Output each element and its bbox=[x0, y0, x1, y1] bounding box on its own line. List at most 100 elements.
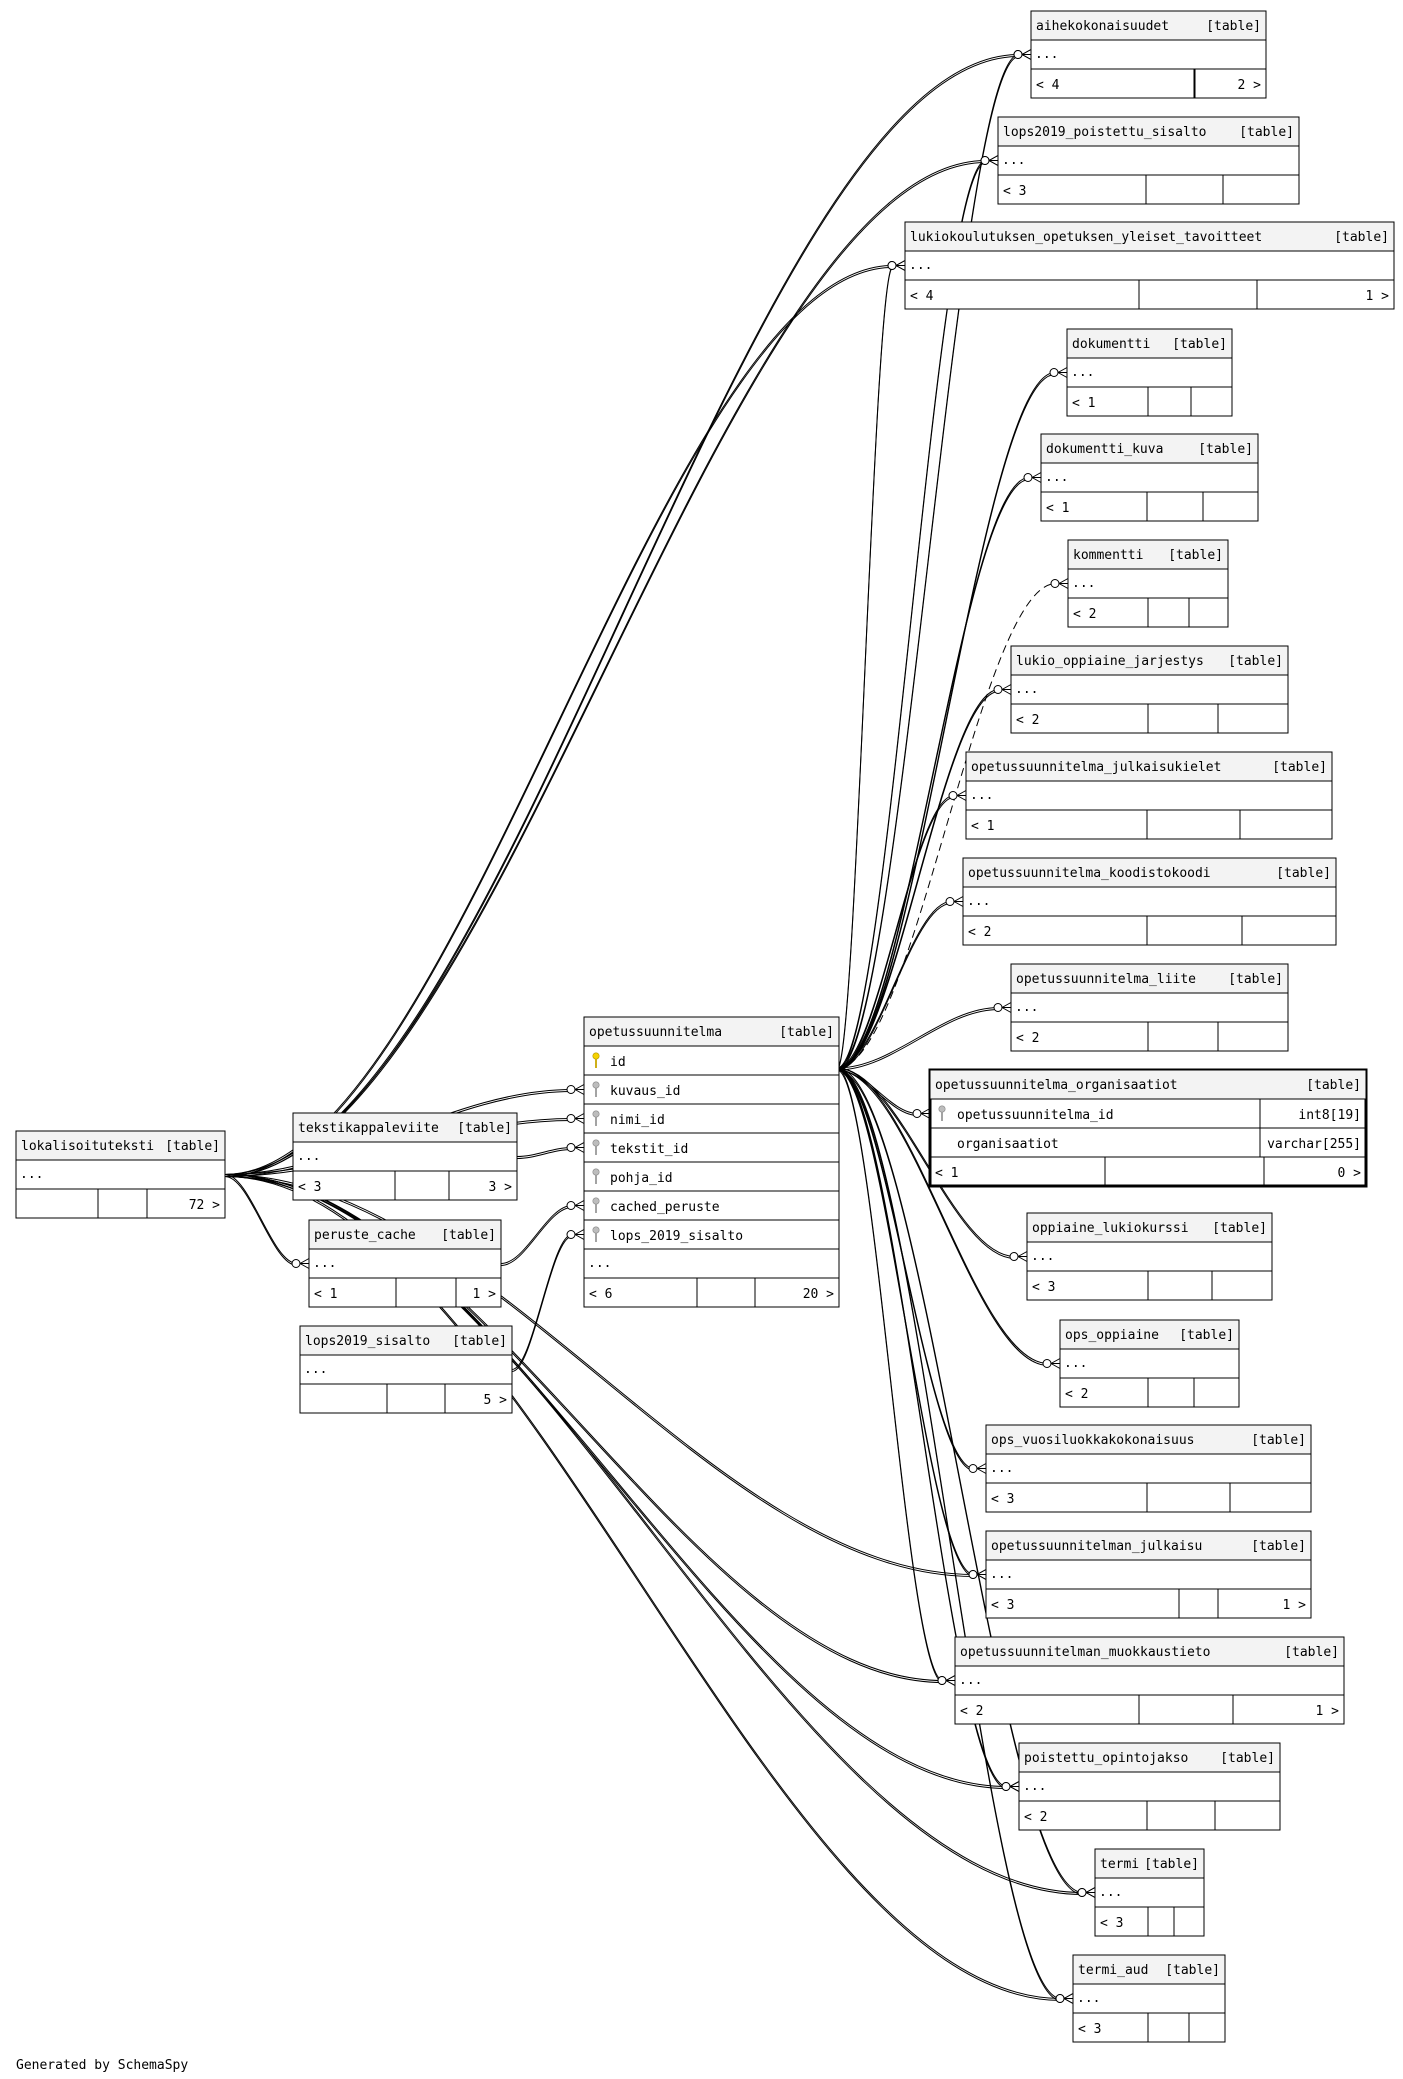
table-tag: [table] bbox=[1334, 230, 1389, 245]
parents-count: < 6 bbox=[589, 1287, 612, 1302]
column-kuvaus_id[interactable]: kuvaus_id bbox=[592, 1081, 681, 1099]
column-name: pohja_id bbox=[610, 1171, 673, 1186]
column-id[interactable]: id bbox=[592, 1052, 626, 1070]
table-name: tekstikappaleviite bbox=[298, 1121, 439, 1136]
relation-opetussuunnitelma-to-ops_oppiaine bbox=[836, 1067, 1061, 1369]
parents-count: < 1 bbox=[935, 1166, 958, 1181]
parents-count: < 2 bbox=[1024, 1810, 1047, 1825]
table-tag: [table] bbox=[1306, 1078, 1361, 1093]
table-tag: [table] bbox=[1220, 1751, 1275, 1766]
more-columns-ellipsis: ... bbox=[1035, 47, 1058, 62]
table-termi_aud[interactable]: termi_aud[table]...< 3 bbox=[1072, 1954, 1226, 2043]
table-opetussuunnitelma_koodistokoodi[interactable]: opetussuunnitelma_koodistokoodi[table]..… bbox=[962, 857, 1337, 946]
table-tag: [table] bbox=[1172, 337, 1227, 352]
table-header bbox=[998, 117, 1299, 146]
table-ops_oppiaine[interactable]: ops_oppiaine[table]...< 2 bbox=[1059, 1319, 1240, 1408]
relation-tekstikappaleviite-to-opetussuunnitelma-tekstit_id bbox=[516, 1142, 585, 1159]
column-cached_peruste[interactable]: cached_peruste bbox=[592, 1197, 720, 1215]
column-nimi_id[interactable]: nimi_id bbox=[592, 1110, 665, 1128]
table-header bbox=[1011, 646, 1288, 675]
table-header bbox=[293, 1113, 517, 1142]
more-columns-ellipsis: ... bbox=[1072, 576, 1095, 591]
more-columns-ellipsis: ... bbox=[297, 1149, 320, 1164]
parents-count: < 4 bbox=[1036, 78, 1060, 93]
parents-count: < 2 bbox=[1016, 1031, 1039, 1046]
table-header bbox=[905, 222, 1394, 251]
table-lops2019_poistettu_sisalto[interactable]: lops2019_poistettu_sisalto[table]...< 3 bbox=[997, 116, 1300, 205]
relationship-lines bbox=[224, 49, 1096, 2004]
children-count: 20 > bbox=[803, 1287, 834, 1302]
table-name: dokumentti_kuva bbox=[1046, 442, 1163, 457]
table-tag: [table] bbox=[1272, 760, 1327, 775]
table-tag: [table] bbox=[1276, 866, 1331, 881]
table-name: opetussuunnitelma_liite bbox=[1016, 972, 1196, 987]
table-tag: [table] bbox=[1206, 19, 1261, 34]
parents-count: < 1 bbox=[1046, 501, 1069, 516]
column-name: id bbox=[610, 1055, 626, 1070]
table-name: opetussuunnitelman_muokkaustieto bbox=[960, 1645, 1210, 1660]
table-header bbox=[16, 1131, 225, 1160]
table-name: lukiokoulutuksen_opetuksen_yleiset_tavoi… bbox=[910, 230, 1262, 245]
parents-count: < 1 bbox=[1072, 396, 1095, 411]
more-columns-ellipsis: ... bbox=[990, 1461, 1013, 1476]
table-name: aihekokonaisuudet bbox=[1036, 19, 1169, 34]
relation-opetussuunnitelma-to-opetussuunnitelma_julkaisukielet bbox=[836, 790, 967, 1071]
table-lokalisoituteksti[interactable]: lokalisoituteksti[table]...72 > bbox=[15, 1130, 226, 1219]
table-opetussuunnitelma_organisaatiot[interactable]: opetussuunnitelma_organisaatiot[table]op… bbox=[928, 1068, 1368, 1188]
parents-count: < 3 bbox=[1032, 1280, 1055, 1295]
table-header bbox=[1095, 1849, 1204, 1878]
table-dokumentti_kuva[interactable]: dokumentti_kuva[table]...< 1 bbox=[1040, 433, 1259, 522]
parents-count: < 3 bbox=[991, 1492, 1014, 1507]
table-opetussuunnitelma_liite[interactable]: opetussuunnitelma_liite[table]...< 2 bbox=[1010, 963, 1289, 1052]
table-header bbox=[1011, 964, 1288, 993]
table-tag: [table] bbox=[1144, 1857, 1199, 1872]
table-header bbox=[309, 1220, 501, 1249]
table-oppiaine_lukiokurssi[interactable]: oppiaine_lukiokurssi[table]...< 3 bbox=[1026, 1212, 1273, 1301]
table-dokumentti[interactable]: dokumentti[table]...< 1 bbox=[1066, 328, 1233, 417]
table-header bbox=[1041, 434, 1258, 463]
parents-count: < 2 bbox=[1016, 713, 1039, 728]
table-lukiokoulutuksen_opetuksen_yleiset_tavoitteet[interactable]: lukiokoulutuksen_opetuksen_yleiset_tavoi… bbox=[904, 221, 1395, 310]
children-count: 1 > bbox=[1283, 1598, 1307, 1613]
column-name: opetussuunnitelma_id bbox=[957, 1108, 1114, 1123]
column-name: lops_2019_sisalto bbox=[610, 1229, 743, 1244]
table-lops2019_sisalto[interactable]: lops2019_sisalto[table]...5 > bbox=[299, 1325, 513, 1414]
table-header bbox=[1027, 1213, 1272, 1242]
table-lukio_oppiaine_jarjestys[interactable]: lukio_oppiaine_jarjestys[table]...< 2 bbox=[1010, 645, 1289, 734]
more-columns-ellipsis: ... bbox=[909, 258, 932, 273]
column-pohja_id[interactable]: pohja_id bbox=[592, 1168, 673, 1186]
more-columns-ellipsis: ... bbox=[1002, 153, 1025, 168]
table-opetussuunnitelma_julkaisukielet[interactable]: opetussuunnitelma_julkaisukielet[table].… bbox=[965, 751, 1333, 840]
table-tag: [table] bbox=[452, 1334, 507, 1349]
column-tekstit_id[interactable]: tekstit_id bbox=[592, 1139, 688, 1157]
table-header bbox=[930, 1070, 1366, 1099]
table-opetussuunnitelman_muokkaustieto[interactable]: opetussuunnitelman_muokkaustieto[table].… bbox=[954, 1636, 1345, 1725]
relation-peruste_cache-to-opetussuunnitelma-cached_peruste bbox=[500, 1200, 585, 1266]
more-columns-ellipsis: ... bbox=[1099, 1885, 1122, 1900]
column-lops_2019_sisalto[interactable]: lops_2019_sisalto bbox=[592, 1226, 743, 1244]
table-poistettu_opintojakso[interactable]: poistettu_opintojakso[table]...< 2 bbox=[1018, 1742, 1281, 1831]
children-count: 1 > bbox=[1316, 1704, 1340, 1719]
table-header bbox=[1019, 1743, 1280, 1772]
table-ops_vuosiluokkakokonaisuus[interactable]: ops_vuosiluokkakokonaisuus[table]...< 3 bbox=[985, 1424, 1312, 1513]
table-tag: [table] bbox=[165, 1139, 220, 1154]
table-header bbox=[986, 1531, 1311, 1560]
table-kommentti[interactable]: kommentti[table]...< 2 bbox=[1067, 539, 1229, 628]
more-columns-ellipsis: ... bbox=[1015, 682, 1038, 697]
table-name: lukio_oppiaine_jarjestys bbox=[1016, 654, 1204, 669]
column-name: cached_peruste bbox=[610, 1200, 720, 1215]
table-tag: [table] bbox=[1239, 125, 1294, 140]
parents-count: < 3 bbox=[298, 1180, 321, 1195]
table-tag: [table] bbox=[1251, 1539, 1306, 1554]
parents-count: < 2 bbox=[1065, 1387, 1088, 1402]
table-termi[interactable]: termi[table]...< 3 bbox=[1094, 1848, 1205, 1937]
table-opetussuunnitelma[interactable]: opetussuunnitelma[table]idkuvaus_idnimi_… bbox=[583, 1016, 840, 1308]
table-opetussuunnitelman_julkaisu[interactable]: opetussuunnitelman_julkaisu[table]...< 3… bbox=[985, 1530, 1312, 1619]
more-columns-ellipsis: ... bbox=[1045, 470, 1068, 485]
